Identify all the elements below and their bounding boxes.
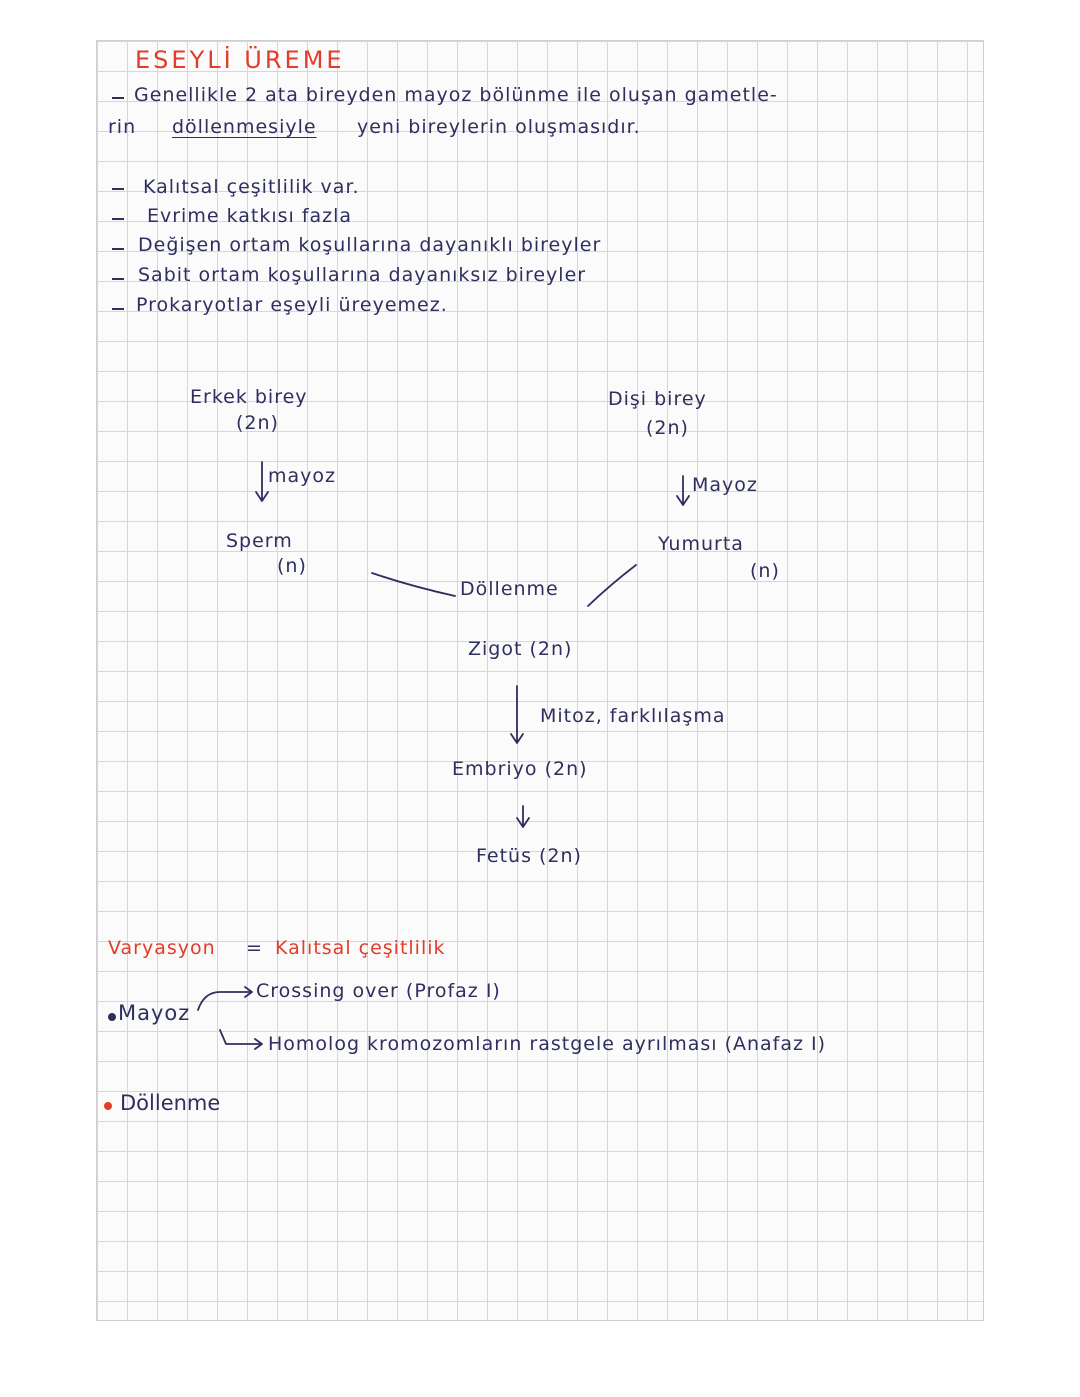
zygote-process-label: Mitoz, farklılaşma — [540, 705, 726, 727]
bullet-item: Değişen ortam koşullarına dayanıklı bire… — [138, 234, 602, 256]
male-process-label: mayoz — [268, 465, 336, 487]
branch-arrow-icon — [197, 986, 253, 1011]
page-title: ESEYLİ ÜREME — [135, 46, 345, 74]
male-individual-label: Erkek birey — [190, 386, 308, 408]
fertilization-bullet-label: Döllenme — [120, 1091, 221, 1115]
down-arrow-icon — [255, 461, 269, 502]
female-process-label: Mayoz — [692, 474, 758, 496]
fetus-label: Fetüs (2n) — [476, 845, 582, 867]
dash-marker — [112, 97, 124, 99]
bullet-item: Sabit ortam koşullarına dayanıksız birey… — [138, 264, 587, 286]
variation-term: Varyasyon — [108, 937, 216, 959]
dash-marker — [112, 278, 124, 280]
definition-underlined-word: döllenmesiyle — [172, 116, 317, 138]
bullet-dot — [104, 1102, 112, 1110]
connector-line — [587, 564, 637, 607]
meiosis-item-homolog-separation: Homolog kromozomların rastgele ayrılması… — [268, 1033, 827, 1055]
bullet-dot — [108, 1013, 116, 1021]
fertilization-label: Döllenme — [460, 578, 559, 600]
definition-line-2-rest: yeni bireylerin oluşmasıdır. — [357, 116, 641, 138]
zygote-label: Zigot (2n) — [468, 638, 573, 660]
sperm-ploidy: (n) — [277, 555, 307, 577]
variation-definition: Kalıtsal çeşitlilik — [275, 937, 446, 959]
grid-paper — [96, 40, 984, 1321]
dash-marker — [112, 188, 124, 190]
bullet-item: Prokaryotlar eşeyli üreyemez. — [136, 294, 448, 316]
bullet-item: Kalıtsal çeşitlilik var. — [143, 176, 360, 198]
female-individual-label: Dişi birey — [608, 388, 707, 410]
down-arrow-icon — [510, 685, 524, 744]
branch-arrow-icon — [219, 1029, 263, 1050]
egg-label: Yumurta — [658, 533, 744, 555]
dash-marker — [112, 218, 124, 220]
sperm-label: Sperm — [226, 530, 293, 552]
embryo-label: Embriyo (2n) — [452, 758, 588, 780]
egg-ploidy: (n) — [750, 560, 780, 582]
dash-marker — [112, 308, 124, 310]
definition-line-2-prefix: rin — [108, 116, 137, 138]
male-ploidy: (2n) — [236, 412, 279, 434]
connector-line — [371, 572, 456, 597]
variation-equals: = — [246, 937, 263, 959]
bullet-item: Evrime katkısı fazla — [147, 205, 353, 227]
meiosis-label: Mayoz — [118, 1001, 191, 1025]
meiosis-item-crossing-over: Crossing over (Profaz I) — [256, 980, 501, 1002]
down-arrow-icon — [676, 475, 690, 506]
dash-marker — [112, 248, 124, 250]
down-arrow-icon — [516, 805, 530, 828]
definition-line-1: Genellikle 2 ata bireyden mayoz bölünme … — [134, 84, 778, 106]
female-ploidy: (2n) — [646, 417, 689, 439]
